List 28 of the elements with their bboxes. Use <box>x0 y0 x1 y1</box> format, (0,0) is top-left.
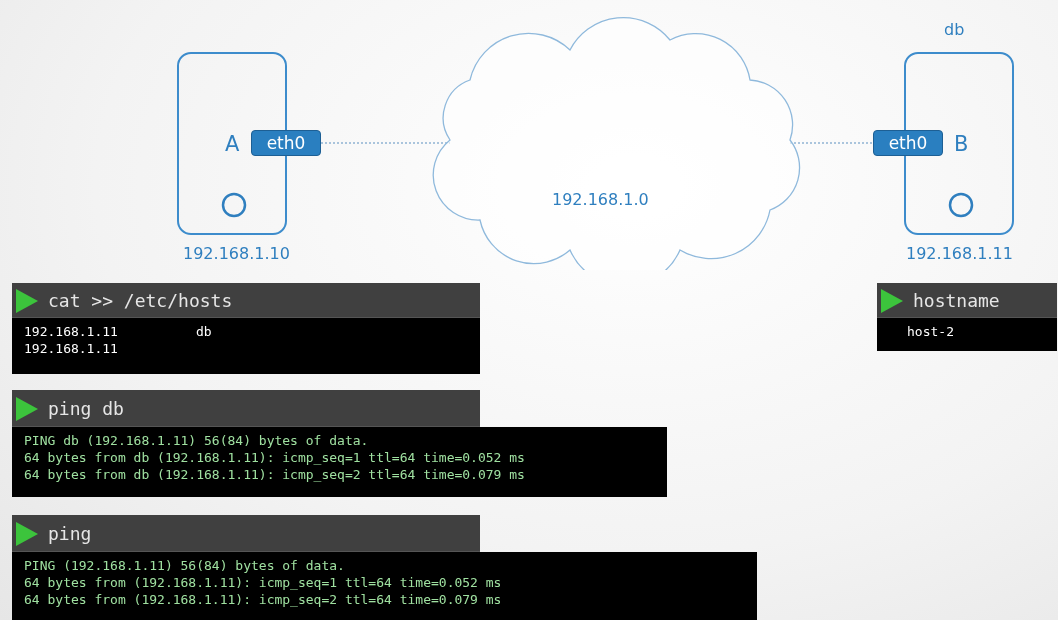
terminal-window <box>877 283 1057 351</box>
connector-line <box>789 142 874 144</box>
command-text: ping db <box>48 397 124 419</box>
output-line: 64 bytes from (192.168.1.11): icmp_seq=1 ttl=64 time=0.052 ms <box>24 575 502 590</box>
output-line: 64 bytes from db (192.168.1.11): icmp_seq=1 ttl=64 time=0.052 ms <box>24 450 525 465</box>
terminal-window <box>12 283 480 374</box>
terminal-window <box>12 515 757 620</box>
ip-address: db <box>944 20 965 39</box>
output-line: 64 bytes from (192.168.1.11): icmp_seq=2 ttl=64 time=0.079 ms <box>24 592 502 607</box>
host-label: B <box>954 132 969 156</box>
connector-line <box>320 142 451 144</box>
ip-address: 192.168.1.11 <box>906 244 1013 263</box>
host-label: A <box>225 132 240 156</box>
output-line: PING db (192.168.1.11) 56(84) bytes of data. <box>24 433 369 448</box>
command-text: ping <box>48 522 92 544</box>
output-line: db <box>196 324 212 339</box>
output-line: host-2 <box>907 324 954 339</box>
interface-tag: eth0 <box>251 130 321 156</box>
output-line: 192.168.1.11 <box>24 341 118 356</box>
command-text: cat >> /etc/hosts <box>48 289 233 311</box>
output-line: 192.168.1.11 <box>24 324 118 339</box>
output-line: PING (192.168.1.11) 56(84) bytes of data. <box>24 558 345 573</box>
output-line: 64 bytes from db (192.168.1.11): icmp_seq=2 ttl=64 time=0.079 ms <box>24 467 525 482</box>
network-address: 192.168.1.0 <box>552 190 649 209</box>
command-text: hostname <box>913 289 1000 311</box>
terminal-window <box>12 390 667 497</box>
interface-tag: eth0 <box>873 130 943 156</box>
ip-address: 192.168.1.10 <box>183 244 290 263</box>
